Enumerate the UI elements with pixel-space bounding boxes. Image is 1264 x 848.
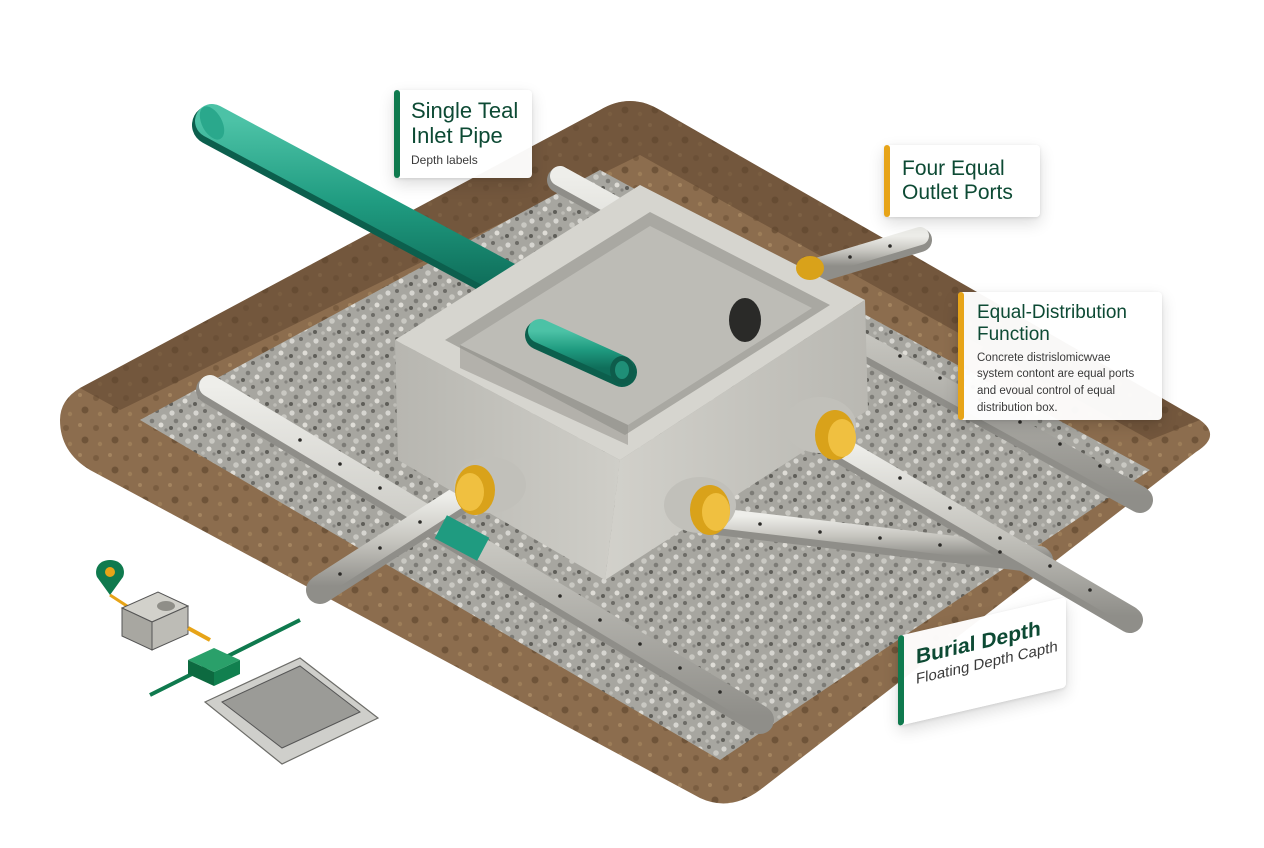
soil-far-wall bbox=[80, 101, 1200, 440]
callout-title: Inlet Pipe bbox=[411, 123, 503, 149]
callout-title: Outlet Ports bbox=[902, 181, 1013, 205]
callout-body-line: distribution box. bbox=[977, 401, 1058, 414]
septic-tank-icon bbox=[120, 591, 190, 651]
callout-accent-bar bbox=[884, 145, 890, 217]
map-pin-icon bbox=[96, 560, 131, 610]
callout-body-line: and evoual control of equal bbox=[977, 385, 1116, 398]
callout-body-line: Concrete distrislomicwvae bbox=[977, 351, 1111, 364]
callout-title: Equal-Distribution bbox=[977, 302, 1127, 323]
callout-title: Four Equal bbox=[902, 157, 1005, 180]
distribution-box-icon bbox=[149, 618, 301, 697]
callout-distribution-function: Equal-Distribution Function Concrete dis… bbox=[958, 292, 1162, 420]
callout-inlet-pipe: Single Teal Inlet Pipe Depth labels bbox=[394, 90, 532, 178]
callout-title: Function bbox=[977, 323, 1050, 345]
drain-field-icon bbox=[203, 657, 380, 765]
callout-accent-bar bbox=[898, 634, 904, 726]
callout-title: Single Teal bbox=[411, 98, 519, 123]
callout-subtitle: Depth labels bbox=[411, 152, 478, 167]
site-plan-legend bbox=[96, 560, 380, 765]
outlet-ports bbox=[434, 256, 856, 561]
concrete-distribution-box bbox=[395, 185, 868, 580]
callout-accent-bar bbox=[394, 90, 400, 178]
callout-body-line: system contont are equal ports bbox=[977, 368, 1135, 381]
teal-inlet-pipe bbox=[192, 104, 540, 310]
callout-accent-bar bbox=[958, 292, 964, 420]
callout-outlet-ports: Four Equal Outlet Ports bbox=[884, 145, 1040, 217]
